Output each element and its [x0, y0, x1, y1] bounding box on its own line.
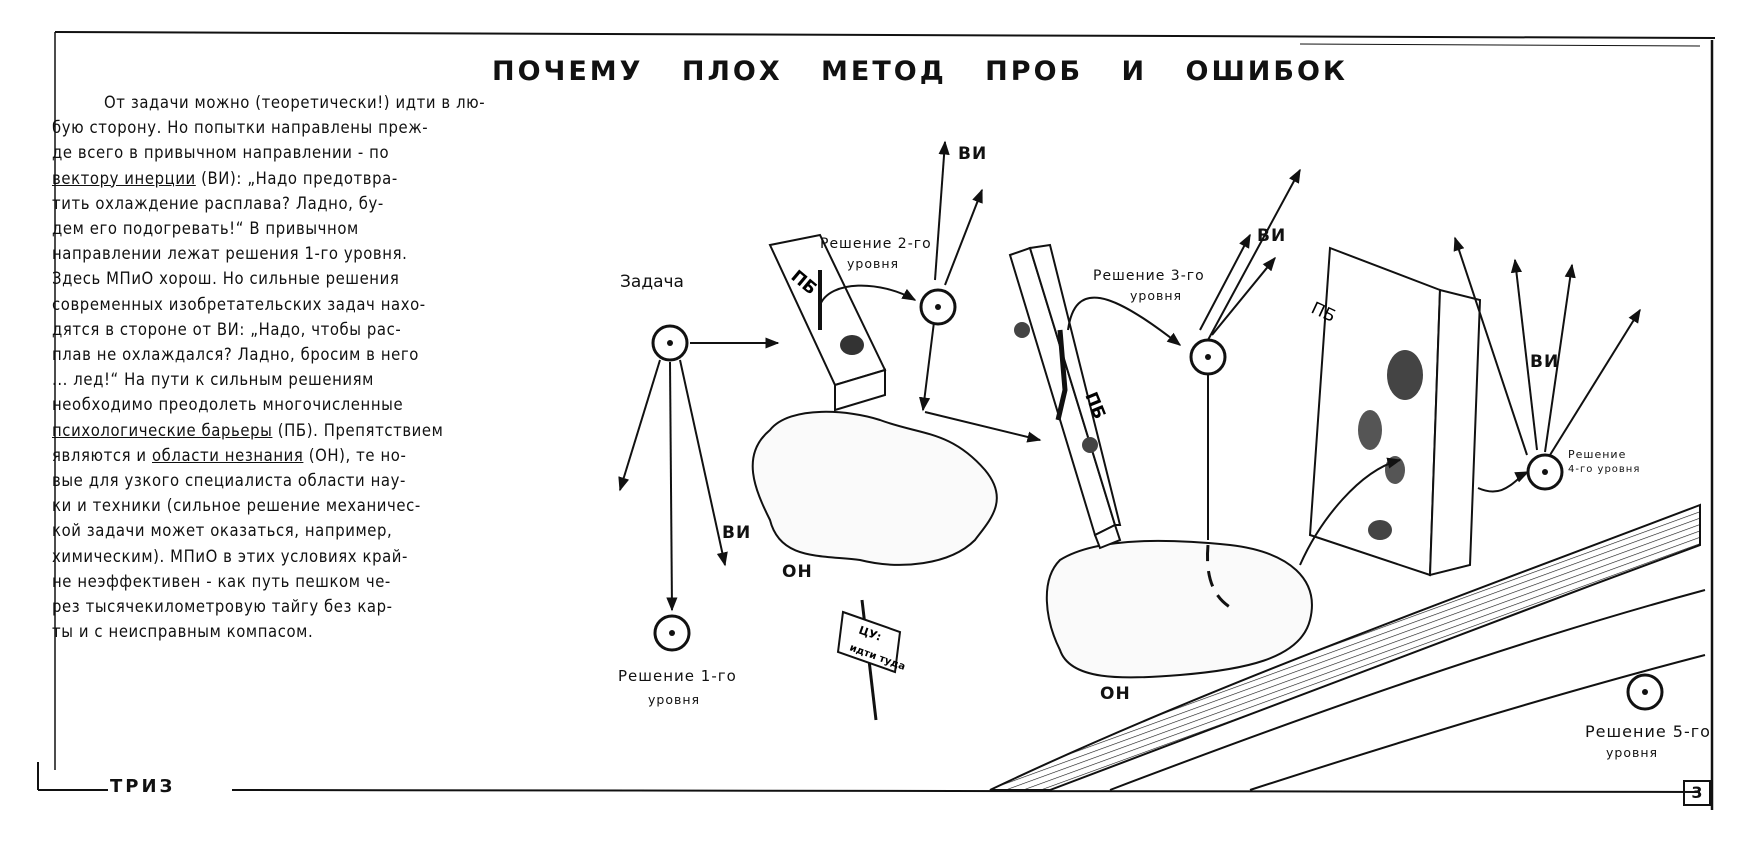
body-text-line: рез тысячекилометровую тайгу без кар-	[52, 594, 652, 619]
label-solution-4-line2: 4-го уровня	[1568, 464, 1641, 475]
node-solution-3	[1189, 338, 1227, 376]
label-solution-4-line1: Решение	[1568, 448, 1627, 461]
body-text-plain: направлении лежат решения 1-го уровня.	[52, 244, 408, 264]
body-text-plain: ки и техники (сильное решение механичес-	[52, 496, 421, 516]
node-solution-4	[1526, 453, 1564, 491]
body-text-line: ... лед!“ На пути к сильным решениям	[52, 367, 652, 392]
body-text-plain: От задачи можно (теоретически!) идти в л…	[104, 93, 486, 112]
underlined-term: психологические барьеры	[52, 420, 273, 440]
body-text-line: вые для узкого специалиста области нау-	[52, 468, 652, 493]
body-text-plain: (ОН), те но-	[303, 445, 407, 465]
body-text-line: направлении лежат решения 1-го уровня.	[52, 241, 652, 266]
body-text-line: психологические барьеры (ПБ). Препятстви…	[52, 418, 652, 443]
body-text-line: плав не охлаждался? Ладно, бросим в него	[52, 342, 652, 367]
body-text-line: химическим). МПиО в этих условиях край-	[52, 544, 652, 569]
psych-barrier-2	[1008, 243, 1122, 550]
label-solution-5-line1: Решение 5-го	[1585, 722, 1711, 741]
underlined-term: области незнания	[152, 445, 304, 465]
area-of-ignorance-2	[1045, 539, 1313, 679]
page-number: 3	[1683, 780, 1711, 806]
body-text-plain: необходимо преодолеть многочисленные	[52, 395, 404, 415]
body-text-plain: ... лед!“ На пути к сильным решениям	[52, 370, 374, 390]
label-vi-1: ВИ	[958, 144, 988, 164]
body-text-plain: рез тысячекилометровую тайгу без кар-	[52, 597, 393, 617]
body-text-plain: химическим). МПиО в этих условиях край-	[52, 546, 408, 566]
label-solution-1-line2: уровня	[648, 692, 701, 707]
body-text-plain: ты и с неисправным компасом.	[52, 622, 314, 642]
arrows	[618, 140, 1641, 612]
page-frame	[37, 31, 1716, 810]
body-text-plain: дятся в стороне от ВИ: „Надо, чтобы рас-	[52, 319, 402, 339]
body-text-line: От задачи можно (теоретически!) идти в л…	[52, 90, 652, 115]
body-text-plain: дем его подогревать!“ В привычном	[52, 219, 359, 239]
node-task	[651, 324, 689, 362]
river-band	[989, 503, 1706, 791]
body-text-line: тить охлаждение расплава? Ладно, бу-	[52, 191, 652, 216]
label-vi-3: ВИ	[1530, 352, 1560, 372]
body-text-line: современных изобретательских задач нахо-	[52, 292, 652, 317]
body-text-plain: не неэффективен - как путь пешком че-	[52, 571, 391, 591]
psych-barrier-3	[1308, 246, 1482, 577]
node-solution-1	[653, 614, 691, 652]
label-vi-4: ВИ	[722, 523, 752, 543]
node-solution-2	[919, 288, 957, 326]
body-text-line: дятся в стороне от ВИ: „Надо, чтобы рас-	[52, 317, 652, 342]
label-solution-3-line2: уровня	[1130, 288, 1183, 303]
body-text-plain: тить охлаждение расплава? Ладно, бу-	[52, 193, 384, 213]
body-text-line: бую сторону. Но попытки направлены преж-	[52, 115, 652, 140]
label-solution-1-line1: Решение 1-го	[618, 667, 737, 685]
body-text-line: ки и техники (сильное решение механичес-	[52, 493, 652, 518]
body-text-line: ты и с неисправным компасом.	[52, 619, 652, 644]
body-text-line: не неэффективен - как путь пешком че-	[52, 569, 652, 594]
label-solution-3-line1: Решение 3-го	[1093, 268, 1205, 284]
body-text-plain: современных изобретательских задач нахо-	[52, 294, 426, 314]
body-text-plain: бую сторону. Но попытки направлены преж-	[52, 118, 429, 138]
label-solution-2-line2: уровня	[847, 256, 900, 271]
body-text-plain: кой задачи может оказаться, например,	[52, 521, 393, 541]
body-text-line: необходимо преодолеть многочисленные	[52, 392, 652, 417]
label-on-1: ОН	[782, 562, 813, 582]
body-text-line: кой задачи может оказаться, например,	[52, 518, 652, 543]
body-text-plain: (ПБ). Препятствием	[272, 420, 444, 440]
body-text-line: являются и области незнания (ОН), те но-	[52, 443, 652, 468]
page-title: ПОЧЕМУ ПЛОХ МЕТОД ПРОБ И ОШИБОК	[491, 56, 1349, 87]
underlined-term: вектору инерции	[52, 168, 196, 188]
body-text-plain: являются и	[52, 445, 152, 465]
footer-brand: ТРИЗ	[110, 776, 176, 797]
node-solution-5	[1626, 673, 1664, 711]
body-text-plain: вые для узкого специалиста области нау-	[52, 471, 406, 491]
label-on-2: ОН	[1100, 684, 1131, 704]
psych-barrier-1	[768, 233, 887, 412]
label-solution-5-line2: уровня	[1606, 745, 1659, 760]
label-task: Задача	[620, 272, 684, 292]
body-text-line: вектору инерции (ВИ): „Надо предотвра-	[52, 166, 652, 191]
signpost	[836, 599, 902, 721]
label-vi-2: ВИ	[1257, 226, 1287, 246]
body-text-line: дем его подогревать!“ В привычном	[52, 216, 652, 241]
body-text-plain: Здесь МПиО хорош. Но сильные решения	[52, 269, 400, 289]
label-solution-2-line1: Решение 2-го	[820, 236, 932, 252]
body-text-line: Здесь МПиО хорош. Но сильные решения	[52, 266, 652, 291]
body-text-plain: плав не охлаждался? Ладно, бросим в него	[52, 345, 419, 365]
body-text: От задачи можно (теоретически!) идти в л…	[52, 90, 652, 644]
area-of-ignorance-1	[751, 410, 998, 566]
body-text-plain: де всего в привычном направлении - по	[52, 143, 390, 163]
body-text-line: де всего в привычном направлении - по	[52, 140, 652, 165]
body-text-plain: (ВИ): „Надо предотвра-	[195, 168, 398, 188]
